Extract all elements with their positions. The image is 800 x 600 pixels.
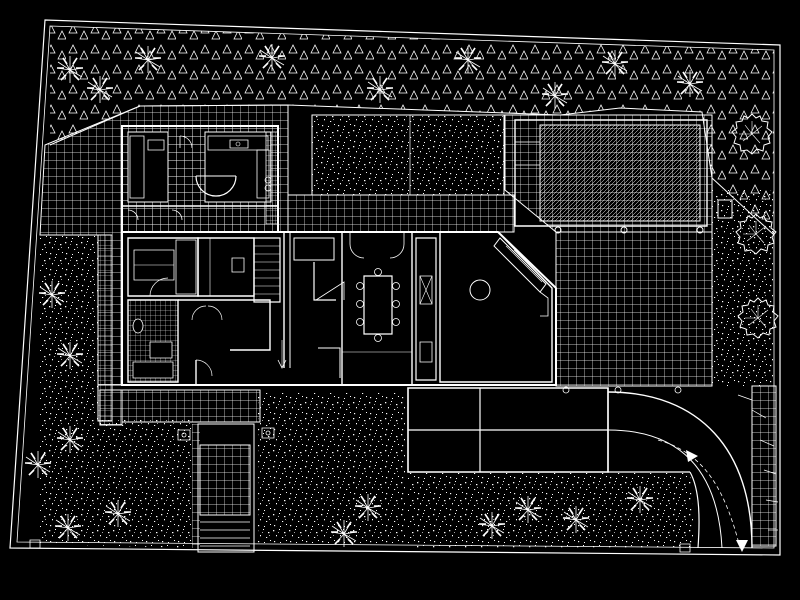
terrace-east (556, 232, 712, 386)
terrace-north-strip (288, 195, 514, 232)
lawn-bottom-middle (258, 393, 406, 545)
stair-tiles-bottom (200, 445, 250, 515)
house-main-body (122, 232, 556, 385)
path-west-tiles (192, 424, 200, 548)
driveway (408, 388, 778, 552)
swimming-pool (515, 120, 732, 233)
stair-steps (200, 522, 250, 546)
garden-bed-top (312, 115, 504, 195)
stair-path-bottom (198, 424, 254, 552)
utility-symbols (30, 387, 690, 552)
terrace-west-edge-strip (98, 235, 112, 421)
terrace-east-corner (752, 386, 776, 546)
house-north-wing (122, 126, 278, 232)
terrace-south (122, 390, 260, 422)
lawn-right (712, 190, 774, 386)
lawn-bottom-right (408, 472, 695, 548)
lawn-left (40, 235, 192, 548)
gravel-area-hatch (50, 26, 774, 235)
